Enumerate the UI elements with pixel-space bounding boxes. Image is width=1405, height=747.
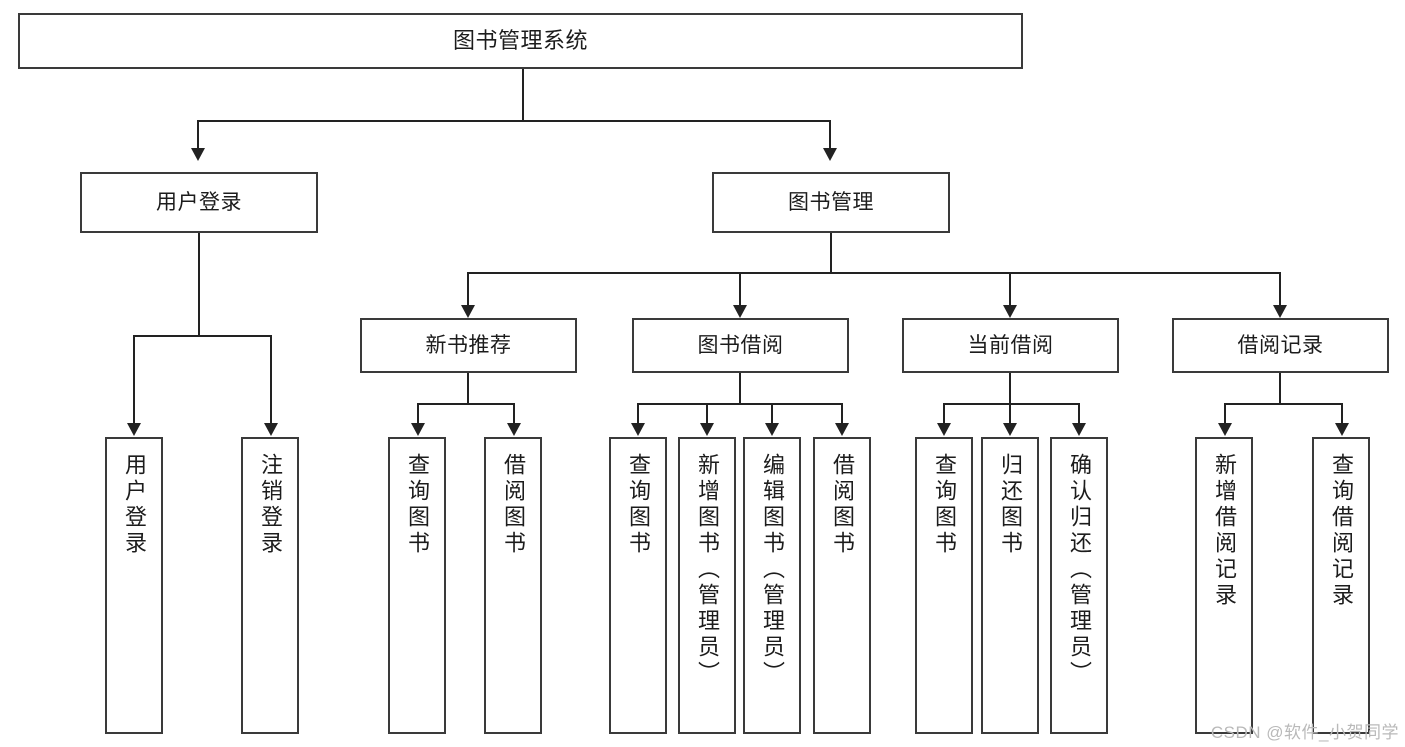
connector-root-to-user-login — [197, 120, 199, 148]
connector-root-to-book-manage — [829, 120, 831, 148]
node-label: 新书推荐 — [425, 333, 512, 357]
connector-user-login-drop-2 — [270, 335, 272, 423]
arrow-to-leaf-add-book — [700, 423, 714, 436]
node-label: 图书管理 — [788, 190, 874, 214]
connector-book-borrow-drop-2 — [706, 403, 708, 423]
connector-book-borrow-drop-1 — [637, 403, 639, 423]
arrow-to-current-borrow — [1003, 305, 1017, 318]
leaf-add-record[interactable]: 新增借阅记录 — [1195, 437, 1253, 734]
connector-borrow-record-drop-1 — [1224, 403, 1226, 423]
arrow-to-borrow-record — [1273, 305, 1287, 318]
node-label: 注销登录 — [258, 453, 283, 557]
arrow-to-leaf-query-record — [1335, 423, 1349, 436]
leaf-query-book-2[interactable]: 查询图书 — [609, 437, 667, 734]
connector-user-login-stem — [198, 233, 200, 335]
arrow-to-leaf-confirm-return — [1072, 423, 1086, 436]
leaf-add-book[interactable]: 新增图书（管理员） — [678, 437, 736, 734]
node-label: 借阅图书 — [830, 453, 855, 557]
connector-borrow-record-stem — [1279, 373, 1281, 403]
leaf-user-logout[interactable]: 注销登录 — [241, 437, 299, 734]
connector-book-manage-drop-1 — [467, 272, 469, 305]
connector-new-book-drop-1 — [417, 403, 419, 423]
leaf-return-book[interactable]: 归还图书 — [981, 437, 1039, 734]
node-current-borrow[interactable]: 当前借阅 — [902, 318, 1119, 373]
arrow-to-leaf-query-book-3 — [937, 423, 951, 436]
node-label: 图书借阅 — [697, 333, 784, 357]
node-label: 编辑图书（管理员） — [760, 453, 785, 687]
node-label: 新增图书（管理员） — [695, 453, 720, 687]
arrow-to-leaf-add-record — [1218, 423, 1232, 436]
arrow-to-leaf-borrow-book-1 — [507, 423, 521, 436]
node-label: 查询图书 — [626, 453, 651, 557]
connector-book-manage-stem — [830, 233, 832, 272]
connector-book-borrow-stem — [739, 373, 741, 403]
leaf-query-record[interactable]: 查询借阅记录 — [1312, 437, 1370, 734]
connector-book-borrow-bar — [637, 403, 843, 405]
connector-book-manage-drop-4 — [1279, 272, 1281, 305]
connector-new-book-drop-2 — [513, 403, 515, 423]
arrow-to-leaf-user-login — [127, 423, 141, 436]
arrow-to-leaf-return-book — [1003, 423, 1017, 436]
node-user-login[interactable]: 用户登录 — [80, 172, 318, 233]
arrow-to-leaf-edit-book — [765, 423, 779, 436]
connector-book-manage-drop-3 — [1009, 272, 1011, 305]
arrow-to-leaf-borrow-book-2 — [835, 423, 849, 436]
connector-book-borrow-drop-4 — [841, 403, 843, 423]
node-label: 当前借阅 — [967, 333, 1054, 357]
node-label: 新增借阅记录 — [1212, 453, 1237, 609]
node-root-book-management-system[interactable]: 图书管理系统 — [18, 13, 1023, 69]
arrow-to-leaf-user-logout — [264, 423, 278, 436]
arrow-to-leaf-query-book-1 — [411, 423, 425, 436]
arrow-to-new-book-recommend — [461, 305, 475, 318]
leaf-user-login[interactable]: 用户登录 — [105, 437, 163, 734]
connector-borrow-record-bar — [1224, 403, 1342, 405]
node-label: 借阅图书 — [501, 453, 526, 557]
node-label: 用户登录 — [156, 190, 242, 214]
connector-current-borrow-drop-3 — [1078, 403, 1080, 423]
connector-current-borrow-drop-1 — [943, 403, 945, 423]
connector-root-stem — [522, 69, 524, 120]
node-label: 借阅记录 — [1237, 333, 1324, 357]
node-label: 用户登录 — [122, 453, 147, 557]
node-book-management[interactable]: 图书管理 — [712, 172, 950, 233]
node-label: 确认归还（管理员） — [1067, 453, 1092, 687]
leaf-query-book-1[interactable]: 查询图书 — [388, 437, 446, 734]
node-label: 查询借阅记录 — [1329, 453, 1354, 609]
node-new-book-recommend[interactable]: 新书推荐 — [360, 318, 577, 373]
connector-current-borrow-stem — [1009, 373, 1011, 403]
node-label: 查询图书 — [405, 453, 430, 557]
arrow-to-user-login — [191, 148, 205, 161]
leaf-borrow-book-2[interactable]: 借阅图书 — [813, 437, 871, 734]
node-borrow-record[interactable]: 借阅记录 — [1172, 318, 1389, 373]
leaf-query-book-3[interactable]: 查询图书 — [915, 437, 973, 734]
node-book-borrow[interactable]: 图书借阅 — [632, 318, 849, 373]
connector-new-book-stem — [467, 373, 469, 403]
connector-current-borrow-bar — [943, 403, 1079, 405]
connector-user-login-drop-1 — [133, 335, 135, 423]
connector-borrow-record-drop-2 — [1341, 403, 1343, 423]
leaf-confirm-return[interactable]: 确认归还（管理员） — [1050, 437, 1108, 734]
connector-book-manage-bar — [467, 272, 1280, 274]
connector-new-book-bar — [417, 403, 515, 405]
connector-user-login-bar — [133, 335, 270, 337]
node-label: 图书管理系统 — [452, 27, 588, 53]
arrow-to-book-manage — [823, 148, 837, 161]
connector-root-bar — [197, 120, 830, 122]
leaf-borrow-book-1[interactable]: 借阅图书 — [484, 437, 542, 734]
arrow-to-leaf-query-book-2 — [631, 423, 645, 436]
connector-book-borrow-drop-3 — [771, 403, 773, 423]
arrow-to-book-borrow — [733, 305, 747, 318]
connector-book-manage-drop-2 — [739, 272, 741, 305]
node-label: 查询图书 — [932, 453, 957, 557]
leaf-edit-book[interactable]: 编辑图书（管理员） — [743, 437, 801, 734]
connector-current-borrow-drop-2 — [1009, 403, 1011, 423]
node-label: 归还图书 — [998, 453, 1023, 557]
